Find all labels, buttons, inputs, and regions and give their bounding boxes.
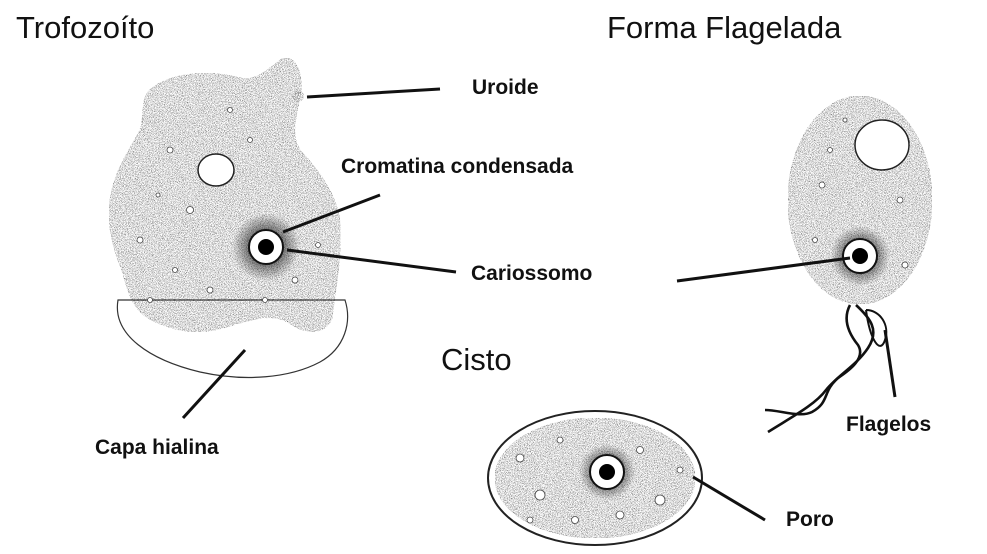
leader-flagelos bbox=[885, 330, 895, 397]
flagellate-karyosome bbox=[852, 248, 868, 264]
leader-uroide bbox=[307, 89, 440, 97]
label-cromatina-condensada: Cromatina condensada bbox=[341, 155, 573, 179]
flagellum-loop bbox=[866, 310, 886, 346]
trophozoite-cell bbox=[109, 58, 347, 377]
title-cisto: Cisto bbox=[441, 342, 512, 378]
uroide-tip bbox=[292, 90, 304, 102]
label-poro: Poro bbox=[786, 508, 834, 532]
flagellum-1 bbox=[765, 305, 860, 414]
title-forma-flagelada: Forma Flagelada bbox=[607, 10, 841, 46]
leader-poro bbox=[693, 477, 765, 520]
vacuole bbox=[198, 154, 234, 186]
karyosome bbox=[258, 239, 274, 255]
cyst-cell bbox=[488, 411, 702, 545]
flagellate-cell bbox=[765, 96, 932, 432]
label-cariossomo: Cariossomo bbox=[471, 262, 592, 286]
label-flagelos: Flagelos bbox=[846, 413, 931, 437]
flagellate-vacuole bbox=[855, 120, 909, 170]
title-trofozoito: Trofozoíto bbox=[16, 10, 154, 46]
cyst-karyosome bbox=[599, 464, 615, 480]
label-uroide: Uroide bbox=[472, 76, 539, 100]
label-capa-hialina: Capa hialina bbox=[95, 436, 219, 460]
trophozoite-body bbox=[109, 58, 340, 332]
